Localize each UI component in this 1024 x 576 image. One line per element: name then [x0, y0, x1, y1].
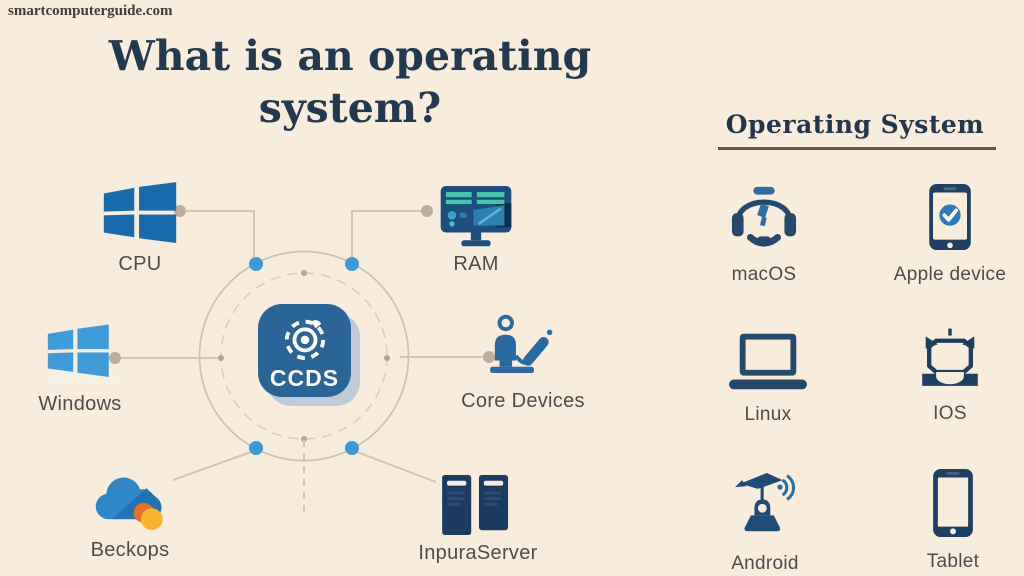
os-item-linux: Linux — [706, 333, 830, 426]
os-panel-heading: Operating System — [725, 110, 985, 139]
diagram-node-beckops: Beckops — [70, 468, 190, 562]
headset-icon — [731, 186, 797, 247]
watermark-url: smartcomputerguide.com — [8, 3, 173, 19]
os-item-label-linux: Linux — [744, 404, 792, 425]
ccds-label: CCDS — [269, 365, 340, 391]
os-item-label-apple-device: Apple device — [893, 264, 1007, 285]
gear-emblem-icon — [284, 319, 325, 360]
smartphone-check-icon — [929, 183, 971, 251]
server-icon — [442, 474, 509, 536]
diagram-node-core-devices: Core Devices — [455, 311, 591, 413]
os-item-label-tablet: Tablet — [926, 551, 980, 572]
ccds-badge: CCDS — [258, 304, 351, 397]
diagram-node-windows: Windows — [25, 322, 135, 416]
tablet-icon — [933, 468, 973, 538]
os-item-android: Android — [703, 466, 827, 575]
node-label-windows: Windows — [38, 393, 122, 415]
node-label-core-devices: Core Devices — [461, 390, 585, 412]
page-title: What is an operating system? — [108, 32, 592, 133]
os-item-label-ios: IOS — [933, 403, 967, 424]
laptop-icon — [729, 333, 807, 390]
monitor-icon — [440, 186, 512, 247]
windows-flag-icon — [103, 182, 177, 244]
diagram-node-cpu: CPU — [78, 179, 202, 276]
node-label-cpu: CPU — [118, 253, 162, 275]
diagram-node-ram: RAM — [413, 186, 539, 276]
os-item-ios: IOS — [888, 328, 1012, 425]
os-item-macos: macOS — [702, 183, 826, 286]
os-item-apple-device: Apple device — [880, 183, 1020, 286]
person-device-icon — [490, 314, 553, 374]
os-item-label-macos: macOS — [731, 264, 797, 285]
os-heading-underline — [718, 147, 996, 150]
node-label-ram: RAM — [453, 253, 499, 275]
windows-flag-icon — [42, 324, 121, 387]
cloud-icon — [95, 477, 163, 531]
diagram-node-server: InpuraServer — [413, 473, 543, 565]
os-item-label-android: Android — [731, 553, 799, 574]
screen-antenna-icon — [922, 328, 978, 386]
node-label-beckops: Beckops — [90, 539, 170, 561]
node-label-server: InpuraServer — [418, 542, 538, 564]
os-item-tablet: Tablet — [891, 468, 1015, 573]
signal-lamp-icon — [735, 473, 796, 532]
